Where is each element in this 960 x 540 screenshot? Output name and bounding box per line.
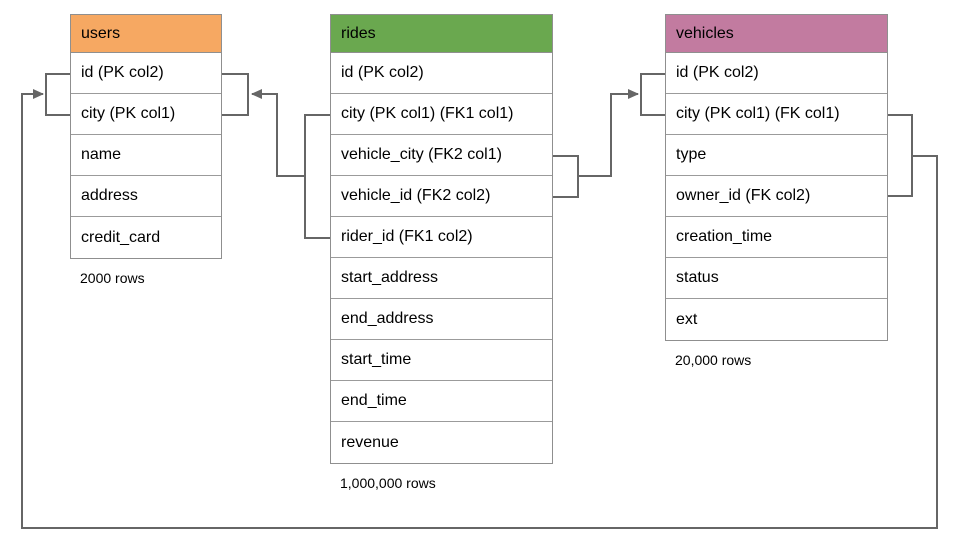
table-row: vehicle_city (FK2 col1) xyxy=(331,135,552,176)
table-row: start_time xyxy=(331,340,552,381)
table-header-vehicles: vehicles xyxy=(666,15,887,53)
table-row: id (PK col2) xyxy=(331,53,552,94)
vehicles-right-bracket xyxy=(888,114,913,197)
table-row: rider_id (FK1 col2) xyxy=(331,217,552,258)
table-header-rides: rides xyxy=(331,15,552,53)
users-left-bracket xyxy=(45,73,70,116)
table-vehicles: vehicles id (PK col2)city (PK col1) (FK … xyxy=(665,14,888,368)
table-row: revenue xyxy=(331,422,552,463)
table-rides: rides id (PK col2)city (PK col1) (FK1 co… xyxy=(330,14,553,491)
vehicles-left-bracket xyxy=(640,73,665,116)
table-row: status xyxy=(666,258,887,299)
table-row: end_address xyxy=(331,299,552,340)
table-row: city (PK col1) (FK1 col1) xyxy=(331,94,552,135)
table-row: creation_time xyxy=(666,217,887,258)
fk3-connector-arrow xyxy=(21,89,938,529)
row-count-vehicles: 20,000 rows xyxy=(675,352,752,368)
row-count-users: 2000 rows xyxy=(80,270,145,286)
rides-left-bracket xyxy=(304,114,330,239)
table-row: credit_card xyxy=(71,217,221,258)
table-row: end_time xyxy=(331,381,552,422)
table-row: id (PK col2) xyxy=(71,53,221,94)
fk2-connector-arrow xyxy=(578,89,639,177)
table-row: name xyxy=(71,135,221,176)
table-row: start_address xyxy=(331,258,552,299)
table-row: ext xyxy=(666,299,887,340)
row-count-rides: 1,000,000 rows xyxy=(340,475,436,491)
table-row: owner_id (FK col2) xyxy=(666,176,887,217)
fk1-connector-arrow xyxy=(251,89,305,177)
table-header-users: users xyxy=(71,15,221,53)
table-row: city (PK col1) (FK col1) xyxy=(666,94,887,135)
table-row: address xyxy=(71,176,221,217)
rides-right-bracket xyxy=(553,155,579,198)
table-row: id (PK col2) xyxy=(666,53,887,94)
table-row: type xyxy=(666,135,887,176)
table-row: city (PK col1) xyxy=(71,94,221,135)
users-right-bracket xyxy=(222,73,249,116)
table-rows-vehicles: id (PK col2)city (PK col1) (FK col1)type… xyxy=(666,53,887,340)
table-row: vehicle_id (FK2 col2) xyxy=(331,176,552,217)
table-rows-rides: id (PK col2)city (PK col1) (FK1 col1)veh… xyxy=(331,53,552,463)
